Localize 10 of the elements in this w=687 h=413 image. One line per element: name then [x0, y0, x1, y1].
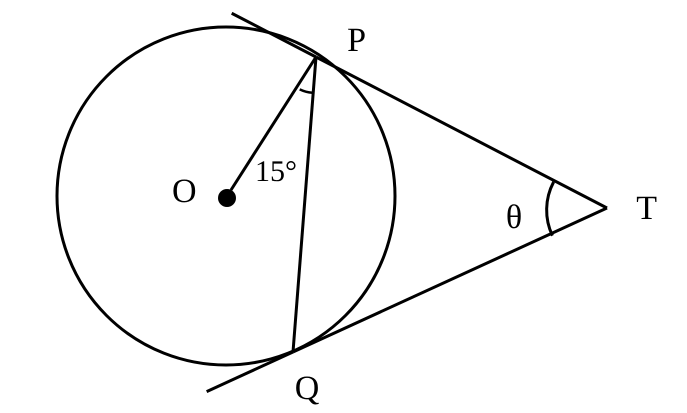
line-segment — [230, 56, 318, 191]
tangent-line — [315, 56, 608, 210]
tangent-line — [292, 206, 608, 354]
line-segment — [292, 56, 318, 352]
point-label: Q — [294, 372, 320, 406]
point-label: P — [347, 24, 366, 58]
angle-label: θ — [506, 201, 522, 235]
point-label: T — [636, 192, 657, 226]
point-label: O — [172, 175, 197, 209]
angle-label: 15° — [255, 157, 297, 187]
